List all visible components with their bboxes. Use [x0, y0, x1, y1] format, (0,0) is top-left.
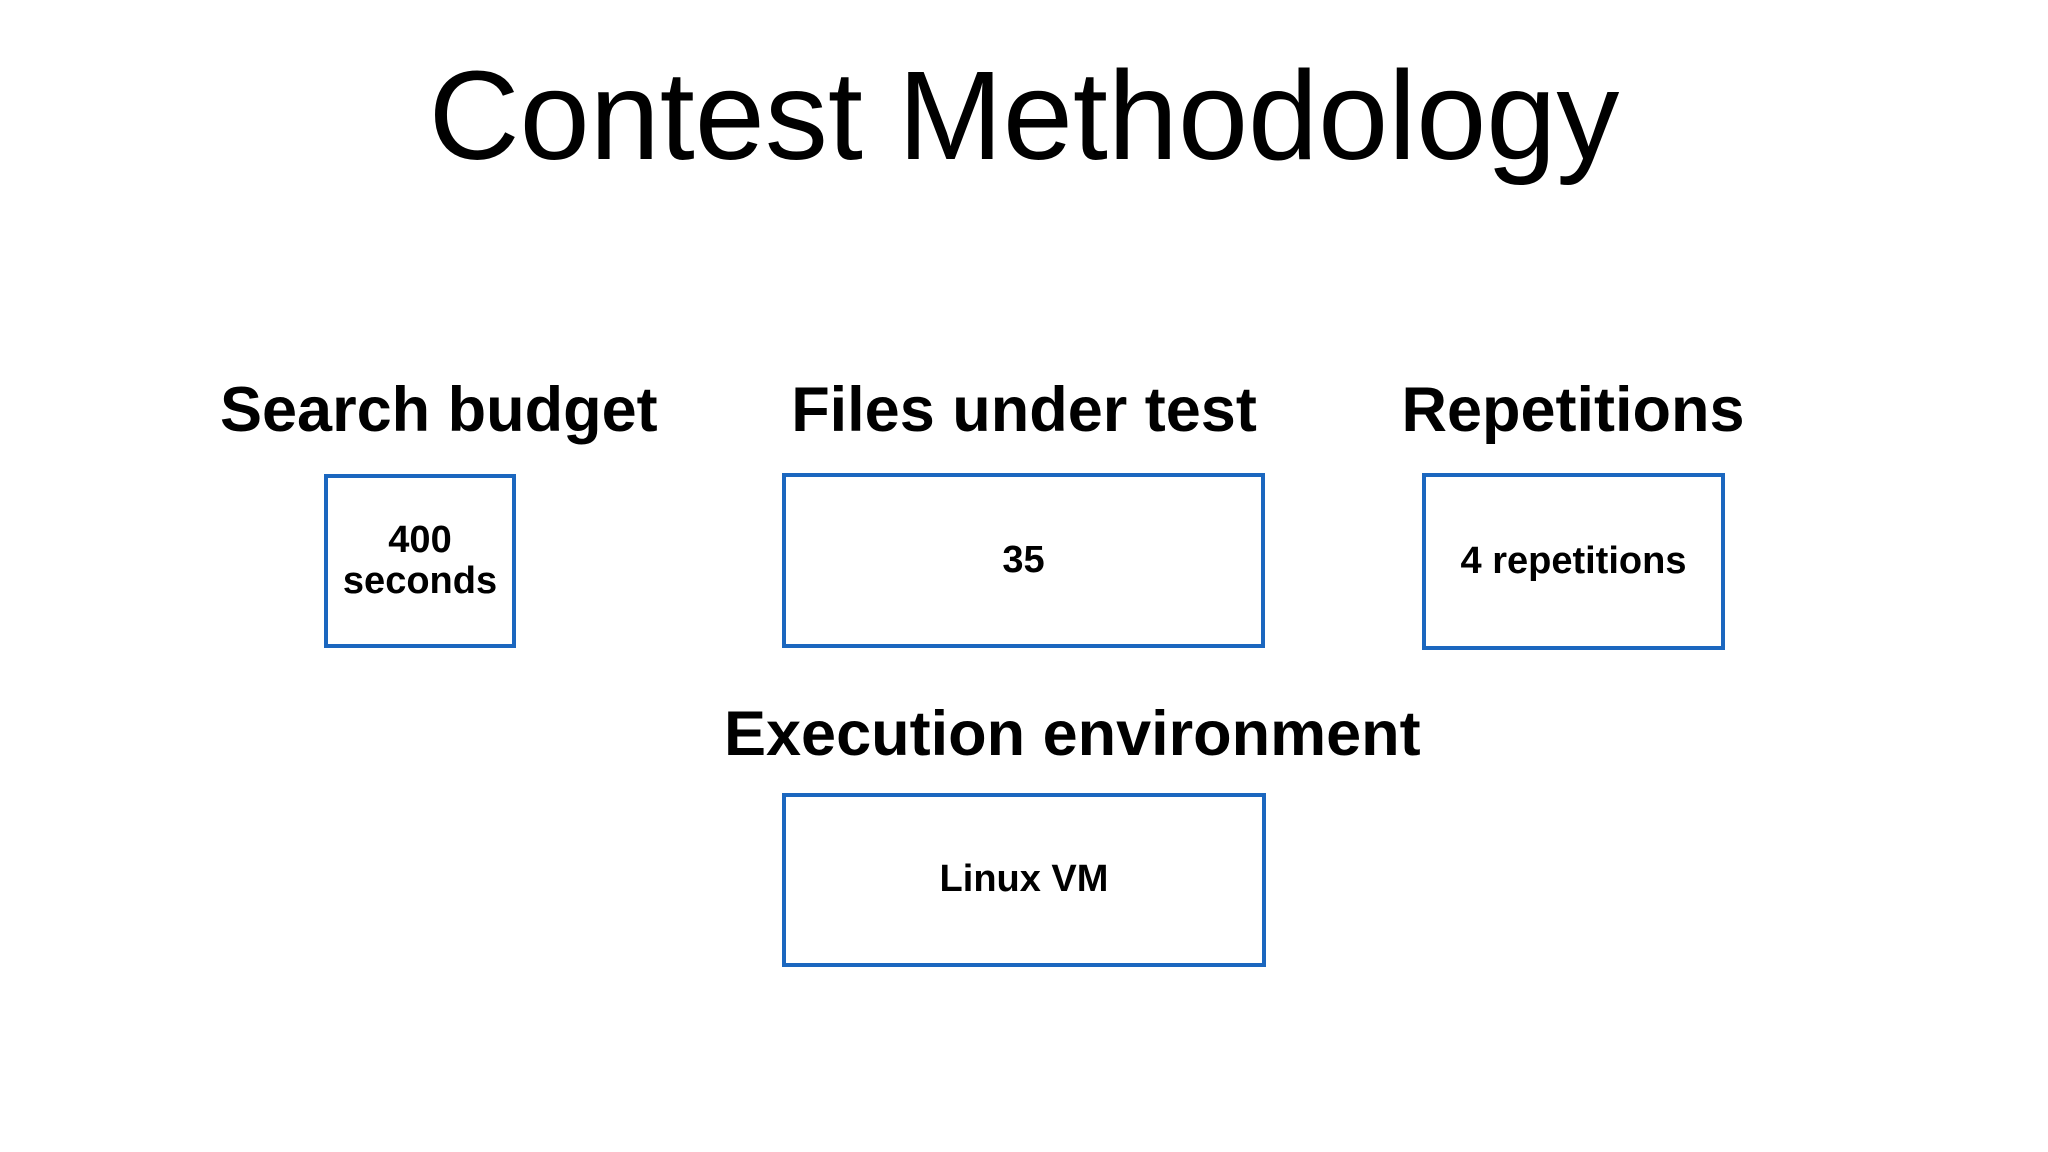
section-heading-execution-environment: Execution environment [724, 699, 1421, 769]
value-box-search-budget: 400 seconds [324, 474, 516, 648]
value-box-files-under-test: 35 [782, 473, 1265, 648]
section-heading-repetitions: Repetitions [1401, 375, 1745, 445]
slide-title: Contest Methodology [428, 45, 1620, 186]
section-heading-files-under-test: Files under test [791, 375, 1257, 445]
repetitions-value: 4 repetitions [1460, 539, 1687, 582]
search-budget-value: 400 seconds [342, 518, 498, 602]
files-under-test-value: 35 [1002, 538, 1045, 581]
section-heading-search-budget: Search budget [220, 375, 658, 445]
value-box-repetitions: 4 repetitions [1422, 473, 1725, 650]
value-box-execution-environment: Linux VM [782, 793, 1266, 967]
execution-environment-value: Linux VM [939, 858, 1109, 901]
